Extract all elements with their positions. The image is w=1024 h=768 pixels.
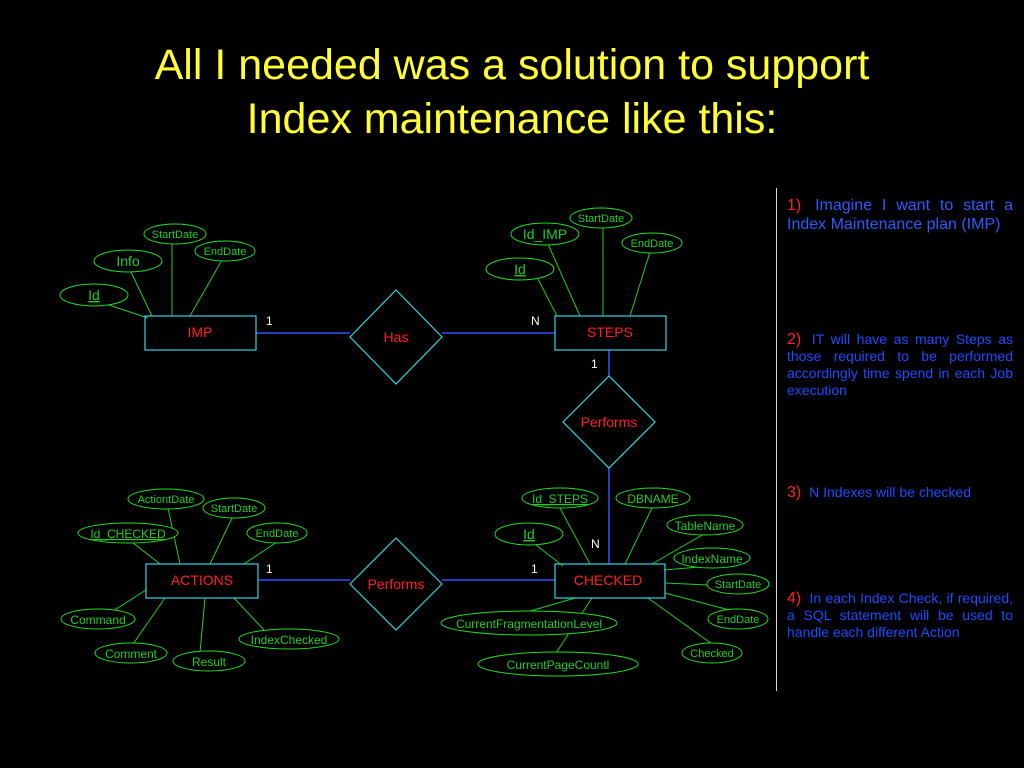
attr-checked-startdate: StartDate	[706, 573, 770, 595]
note-3: 3) N Indexes will be checked	[787, 484, 1013, 501]
svg-text:StartDate: StartDate	[715, 579, 761, 591]
svg-text:Id: Id	[88, 287, 100, 303]
actions-attributes: ActiontDate StartDate Id_CHECKED EndDate…	[60, 488, 340, 672]
note-1: 1) Imagine I want to start a Index Maint…	[787, 196, 1013, 234]
svg-text:StartDate: StartDate	[211, 503, 257, 515]
attr-checked-enddate: EndDate	[707, 608, 769, 630]
cardinality-performs-checked: N	[591, 537, 600, 551]
entity-steps-label: STEPS	[587, 324, 633, 340]
svg-text:Id_IMP: Id_IMP	[523, 226, 567, 242]
note-3-number: 3)	[787, 484, 802, 501]
note-1-text: Imagine I want to start a Index Maintena…	[787, 197, 1013, 233]
cardinality-actions-performs: 1	[266, 562, 273, 576]
attr-steps-startdate: StartDate	[569, 207, 633, 229]
attr-checked-tablename: TableName	[666, 514, 744, 536]
note-1-number: 1)	[787, 197, 802, 214]
checked-attributes: Id_STEPS DBNAME Id TableName IndexName S…	[440, 487, 770, 677]
attr-actions-startdate: StartDate	[202, 497, 266, 519]
svg-text:Id_STEPS: Id_STEPS	[532, 492, 588, 506]
title-line-1: All I needed was a solution to support	[154, 41, 870, 89]
svg-text:CurrentPageCountl: CurrentPageCountl	[507, 658, 610, 672]
cardinality-has-steps: N	[531, 314, 540, 328]
note-2-text: IT will have as many Steps as those requ…	[787, 331, 1014, 398]
relationship-performs-actions-label: Performs	[368, 576, 425, 592]
attr-checked-id: Id	[494, 522, 564, 546]
attr-actions-indexchecked: IndexChecked	[238, 628, 340, 650]
attr-imp-startdate: StartDate	[143, 223, 207, 245]
relationship-performs-steps: Performs	[562, 375, 656, 469]
svg-text:EndDate: EndDate	[204, 246, 247, 258]
attr-checked-checked: Checked	[681, 642, 743, 664]
cardinality-imp-has: 1	[266, 314, 273, 328]
attr-steps-id: Id	[485, 257, 555, 281]
cardinality-performs-checked-left: 1	[531, 562, 538, 576]
note-4: 4) In each Index Check, if required, a S…	[787, 590, 1013, 641]
svg-text:DBNAME: DBNAME	[627, 492, 678, 506]
svg-text:IndexChecked: IndexChecked	[251, 633, 328, 647]
svg-text:Result: Result	[192, 655, 227, 669]
note-4-number: 4)	[787, 590, 802, 607]
attr-actions-id-checked: Id_CHECKED	[77, 522, 179, 544]
relationship-connectors	[256, 332, 610, 581]
attr-checked-id-steps: Id_STEPS	[521, 487, 599, 509]
svg-text:Id_CHECKED: Id_CHECKED	[90, 527, 166, 541]
entity-checked: CHECKED	[554, 563, 666, 599]
entity-imp-label: IMP	[188, 324, 213, 340]
svg-text:Command: Command	[70, 613, 125, 627]
slide-title: All I needed was a solution to support I…	[0, 38, 1024, 146]
imp-attributes: Id Info StartDate EndDate	[59, 223, 256, 307]
entity-checked-label: CHECKED	[574, 572, 642, 588]
svg-text:Comment: Comment	[105, 647, 158, 661]
relationship-has-label: Has	[384, 329, 409, 345]
attr-actions-enddate: EndDate	[246, 522, 308, 544]
entity-steps: STEPS	[554, 315, 667, 351]
attr-checked-currentpagecountl: CurrentPageCountl	[477, 651, 639, 677]
cardinality-labels: 1 N 1 N 1 1	[266, 314, 600, 576]
attr-imp-id: Id	[59, 283, 129, 307]
svg-text:TableName: TableName	[675, 519, 736, 533]
entity-imp: IMP	[144, 315, 257, 351]
attr-steps-enddate: EndDate	[621, 232, 683, 254]
note-4-text: In each Index Check, if required, a SQL …	[787, 590, 1014, 640]
attr-actions-command: Command	[60, 608, 136, 630]
title-line-2: Index maintenance like this:	[246, 95, 778, 143]
svg-text:EndDate: EndDate	[256, 528, 299, 540]
entity-actions: ACTIONS	[145, 563, 259, 599]
svg-text:ActiontDate: ActiontDate	[138, 494, 195, 506]
svg-text:EndDate: EndDate	[717, 614, 760, 626]
attr-checked-currentfragmentationlevel: CurrentFragmentationLevel	[440, 610, 618, 636]
note-2-number: 2)	[787, 331, 802, 348]
attr-imp-enddate: EndDate	[194, 240, 256, 262]
note-2: 2) IT will have as many Steps as those r…	[787, 331, 1013, 399]
attr-imp-info: Info	[93, 249, 163, 273]
note-3-text: N Indexes will be checked	[809, 484, 971, 500]
svg-text:Info: Info	[116, 253, 140, 269]
attr-actions-actiontdate: ActiontDate	[127, 488, 205, 510]
cardinality-steps-performs: 1	[591, 357, 598, 371]
attr-actions-comment: Comment	[94, 642, 168, 664]
attr-actions-result: Result	[172, 650, 246, 672]
svg-text:EndDate: EndDate	[631, 238, 674, 250]
er-diagram: IMP STEPS ACTIONS CHECKED Has Performs P…	[59, 207, 770, 677]
svg-text:Id: Id	[523, 526, 535, 542]
vertical-separator	[776, 188, 777, 691]
svg-text:Id: Id	[514, 261, 526, 277]
attribute-connectors	[99, 228, 738, 654]
entity-actions-label: ACTIONS	[171, 572, 233, 588]
svg-text:StartDate: StartDate	[578, 213, 624, 225]
svg-text:CurrentFragmentationLevel: CurrentFragmentationLevel	[456, 617, 602, 631]
attr-steps-id-imp: Id_IMP	[510, 222, 580, 246]
relationship-performs-actions: Performs	[349, 537, 443, 631]
steps-attributes: Id Id_IMP StartDate EndDate	[485, 207, 683, 281]
attr-checked-dbname: DBNAME	[615, 487, 691, 509]
svg-text:IndexName: IndexName	[681, 552, 743, 566]
svg-text:StartDate: StartDate	[152, 229, 198, 241]
svg-text:Checked: Checked	[690, 648, 733, 660]
relationship-performs-steps-label: Performs	[581, 414, 638, 430]
relationship-has: Has	[349, 289, 443, 385]
attr-checked-indexname: IndexName	[673, 547, 751, 569]
